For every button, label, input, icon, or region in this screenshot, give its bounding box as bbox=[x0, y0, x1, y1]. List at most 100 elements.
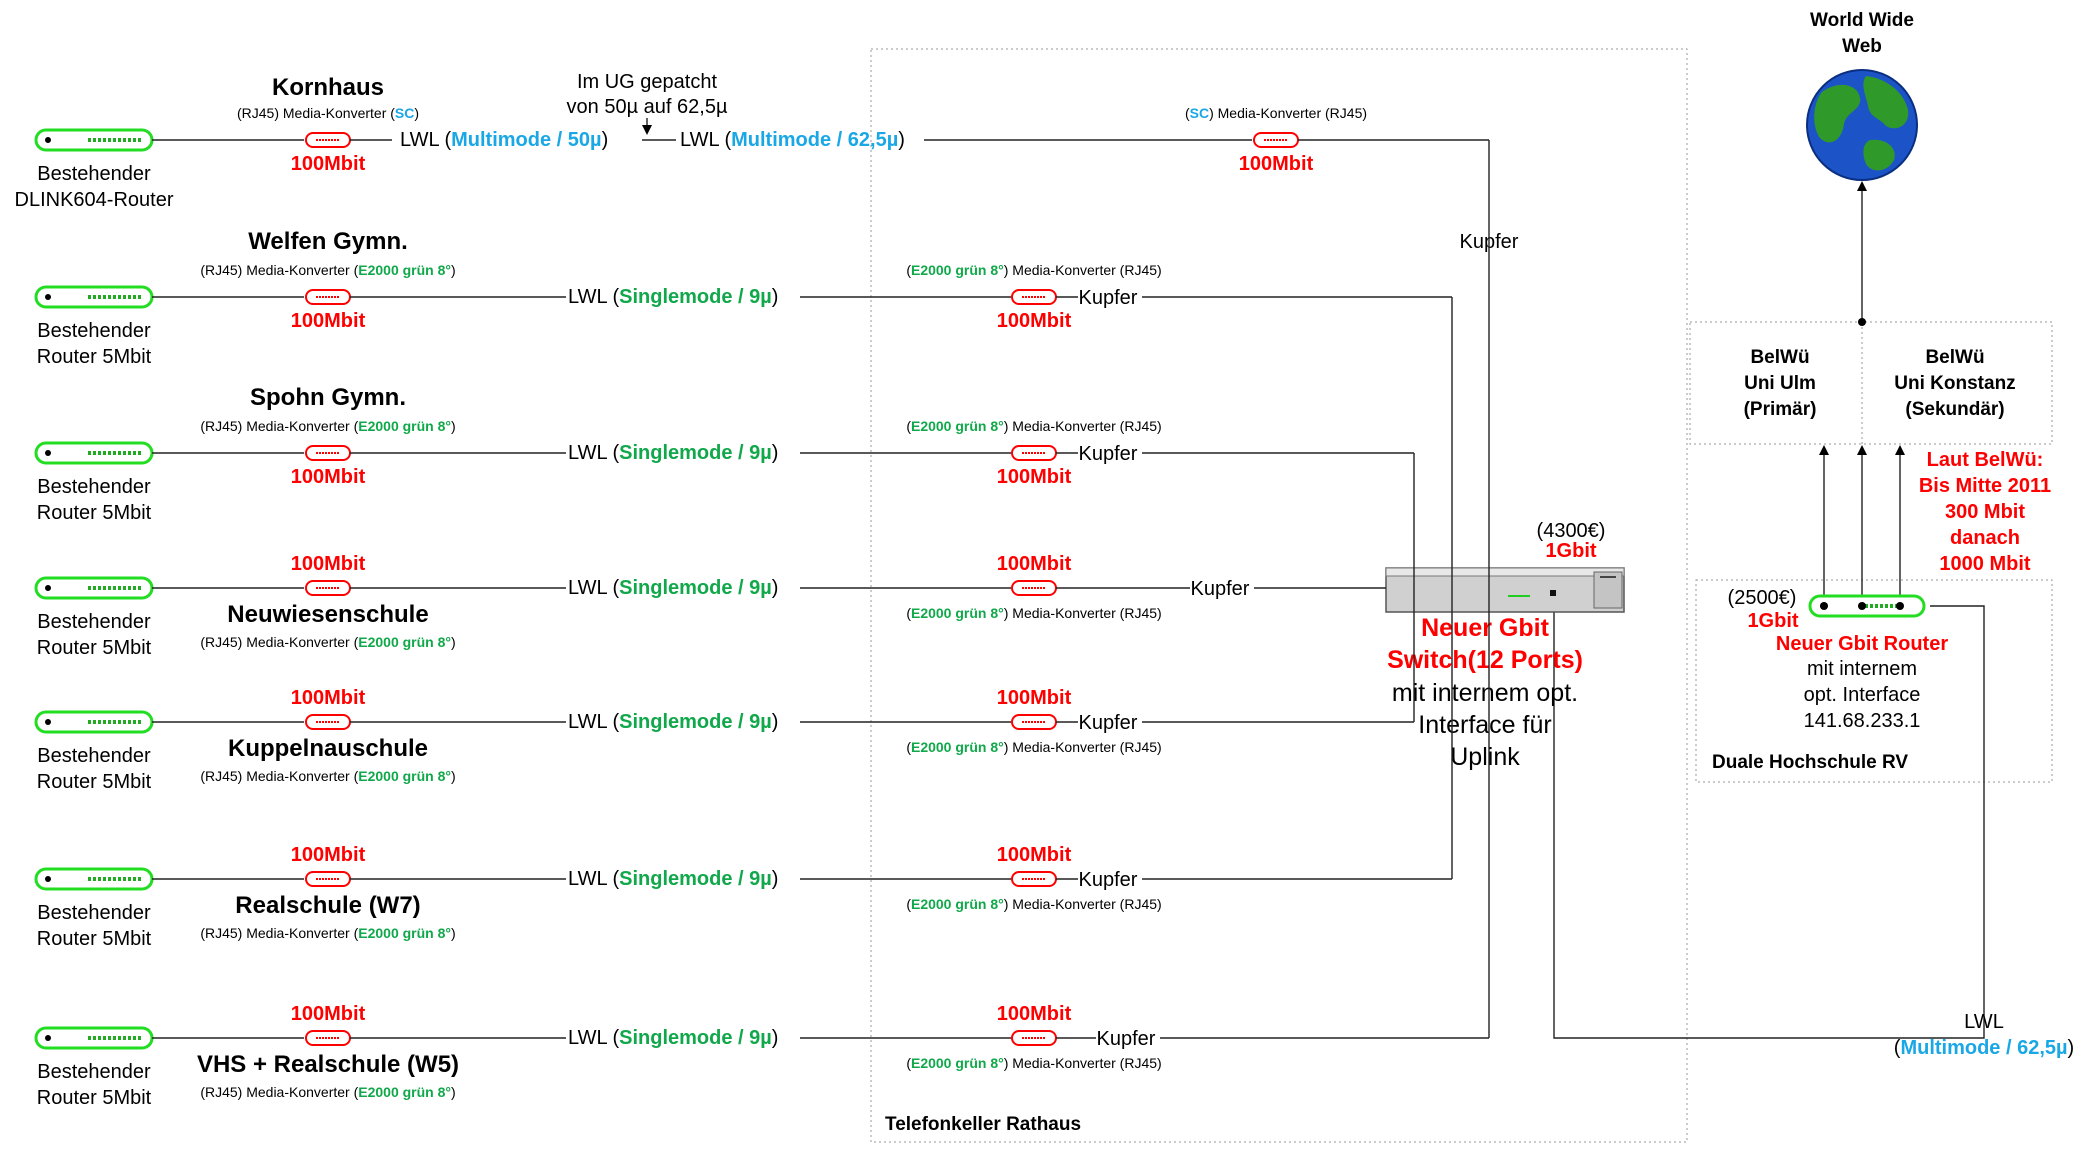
router-label-2-1: Router 5Mbit bbox=[37, 346, 152, 368]
remote-mc-label-5: (RJ45) Media-Konverter (E2000 grün 8°) bbox=[200, 925, 455, 941]
belwue-region bbox=[1689, 321, 2053, 445]
rathaus-media-converter-5 bbox=[1011, 871, 1057, 887]
fiber-label-4: LWL (Singlemode / 9µ) bbox=[568, 711, 778, 733]
router-label-1-3: Bestehender bbox=[37, 611, 151, 633]
kornhaus-fiber-50: LWL (Multimode / 50µ) bbox=[400, 129, 608, 151]
rathaus-mc-label-3: (E2000 grün 8°) Media-Konverter (RJ45) bbox=[906, 605, 1161, 621]
remote-speed-3: 100Mbit bbox=[291, 553, 366, 575]
remote-media-converter-5 bbox=[305, 871, 351, 887]
router-desc-1: mit internem bbox=[1807, 658, 1917, 680]
uplink-junction bbox=[1858, 318, 1866, 326]
rathaus-speed-6: 100Mbit bbox=[997, 1003, 1072, 1025]
rathaus-media-converter-3 bbox=[1011, 580, 1057, 596]
site-name-6: VHS + Realschule (W5) bbox=[197, 1051, 459, 1078]
remote-mc-label-0: (RJ45) Media-Konverter (SC) bbox=[237, 105, 419, 121]
globe-icon bbox=[1806, 69, 1918, 181]
belwue-secondary-2: Uni Konstanz bbox=[1894, 373, 2015, 394]
switch-title-2: Switch(12 Ports) bbox=[1387, 646, 1583, 674]
router-title: Neuer Gbit Router bbox=[1776, 633, 1948, 655]
rathaus-mc-label-6: (E2000 grün 8°) Media-Konverter (RJ45) bbox=[906, 1055, 1161, 1071]
rathaus-media-converter-4 bbox=[1011, 714, 1057, 730]
site-name-5: Realschule (W7) bbox=[235, 892, 420, 919]
site-router-2 bbox=[34, 441, 154, 465]
belwue-secondary-3: (Sekundär) bbox=[1905, 399, 2004, 420]
rathaus-label: Telefonkeller Rathaus bbox=[885, 1114, 1081, 1135]
site-router-0 bbox=[34, 128, 154, 152]
internet-label: World Wide bbox=[1810, 10, 1914, 31]
rathaus-speed-5: 100Mbit bbox=[997, 844, 1072, 866]
switch-desc-3: Uplink bbox=[1450, 743, 1520, 771]
router-ip: 141.68.233.1 bbox=[1804, 710, 1921, 732]
remote-mc-label-6: (RJ45) Media-Konverter (E2000 grün 8°) bbox=[200, 1084, 455, 1100]
site-name-0: Kornhaus bbox=[272, 74, 384, 101]
fiber-label-3: LWL (Singlemode / 9µ) bbox=[568, 577, 778, 599]
belwue-note-3: 300 Mbit bbox=[1945, 501, 2025, 523]
router-label-2-4: Router 5Mbit bbox=[37, 771, 152, 793]
remote-mc-label-1: (RJ45) Media-Konverter (E2000 grün 8°) bbox=[200, 262, 455, 278]
router-port-dot-1 bbox=[1820, 602, 1828, 610]
rathaus-region bbox=[870, 48, 1688, 1143]
rathaus-mc-label-5: (E2000 grün 8°) Media-Konverter (RJ45) bbox=[906, 896, 1161, 912]
rathaus-mc-label-0: (SC) Media-Konverter (RJ45) bbox=[1185, 105, 1367, 121]
router-desc-2: opt. Interface bbox=[1804, 684, 1921, 706]
belwue-primary-1: BelWü bbox=[1750, 347, 1809, 368]
site-router-4 bbox=[34, 710, 154, 734]
rathaus-media-converter-2 bbox=[1011, 445, 1057, 461]
dhbw-label: Duale Hochschule RV bbox=[1712, 752, 1908, 773]
fiber-label-6: LWL (Singlemode / 9µ) bbox=[568, 1027, 778, 1049]
paren-open: ( bbox=[1894, 1037, 1901, 1059]
remote-media-converter-0 bbox=[305, 132, 351, 148]
site-rows: BestehenderDLINK604-RouterKornhaus(RJ45)… bbox=[15, 74, 1490, 1109]
router-label-2-2: Router 5Mbit bbox=[37, 502, 152, 524]
belwue-note-1: Laut BelWü: bbox=[1927, 449, 2044, 471]
uplink-lwl: LWL bbox=[1964, 1011, 2004, 1033]
kupfer-label-3: Kupfer bbox=[1191, 578, 1250, 600]
rathaus-speed-1: 100Mbit bbox=[997, 310, 1072, 332]
kupfer-label-6: Kupfer bbox=[1097, 1028, 1156, 1050]
belwue-note-2: Bis Mitte 2011 bbox=[1919, 475, 2051, 497]
kupfer-label-4: Kupfer bbox=[1079, 712, 1138, 734]
remote-media-converter-3 bbox=[305, 580, 351, 596]
rathaus-speed-3: 100Mbit bbox=[997, 553, 1072, 575]
belwue-secondary-1: BelWü bbox=[1925, 347, 1984, 368]
remote-mc-label-2: (RJ45) Media-Konverter (E2000 grün 8°) bbox=[200, 418, 455, 434]
router-label-1-6: Bestehender bbox=[37, 1061, 151, 1083]
router-label-2-3: Router 5Mbit bbox=[37, 637, 152, 659]
belwue-primary-2: Uni Ulm bbox=[1744, 373, 1816, 394]
router-label-1-4: Bestehender bbox=[37, 745, 151, 767]
rathaus-media-converter-1 bbox=[1011, 289, 1057, 305]
internet-label-2: Web bbox=[1842, 36, 1882, 57]
remote-mc-label-4: (RJ45) Media-Konverter (E2000 grün 8°) bbox=[200, 768, 455, 784]
fiber-label-1: LWL (Singlemode / 9µ) bbox=[568, 286, 778, 308]
remote-media-converter-2 bbox=[305, 445, 351, 461]
belwue-primary-3: (Primär) bbox=[1744, 399, 1817, 420]
site-name-4: Kuppelnauschule bbox=[228, 735, 428, 762]
switch-price: (4300€) bbox=[1537, 520, 1606, 542]
remote-speed-2: 100Mbit bbox=[291, 466, 366, 488]
remote-speed-4: 100Mbit bbox=[291, 687, 366, 709]
kornhaus-fiber-625: LWL (Multimode / 62,5µ) bbox=[680, 129, 905, 151]
switch-title-1: Neuer Gbit bbox=[1421, 614, 1549, 642]
fiber-label-5: LWL (Singlemode / 9µ) bbox=[568, 868, 778, 890]
router-label-2-6: Router 5Mbit bbox=[37, 1087, 152, 1109]
kupfer-label-1: Kupfer bbox=[1079, 287, 1138, 309]
paren-close: ) bbox=[2068, 1037, 2075, 1059]
rathaus-mc-label-1: (E2000 grün 8°) Media-Konverter (RJ45) bbox=[906, 262, 1161, 278]
rathaus-speed-0: 100Mbit bbox=[1239, 153, 1314, 175]
router-label-2-5: Router 5Mbit bbox=[37, 928, 152, 950]
router-label-1-1: Bestehender bbox=[37, 320, 151, 342]
rathaus-media-converter-0 bbox=[1253, 132, 1299, 148]
rathaus-speed-2: 100Mbit bbox=[997, 466, 1072, 488]
remote-speed-6: 100Mbit bbox=[291, 1003, 366, 1025]
site-router-3 bbox=[34, 576, 154, 600]
belwue-note-4: danach bbox=[1950, 527, 2020, 549]
uplink-fiber-type: (Multimode / 62,5µ) bbox=[1894, 1037, 2074, 1059]
router-label-2-0: DLINK604-Router bbox=[15, 189, 174, 211]
gbit-switch bbox=[1385, 567, 1625, 613]
site-router-6 bbox=[34, 1026, 154, 1050]
router-port-dot-3 bbox=[1896, 602, 1904, 610]
router-label-1-0: Bestehender bbox=[37, 163, 151, 185]
remote-media-converter-6 bbox=[305, 1030, 351, 1046]
site-name-2: Spohn Gymn. bbox=[250, 384, 406, 411]
